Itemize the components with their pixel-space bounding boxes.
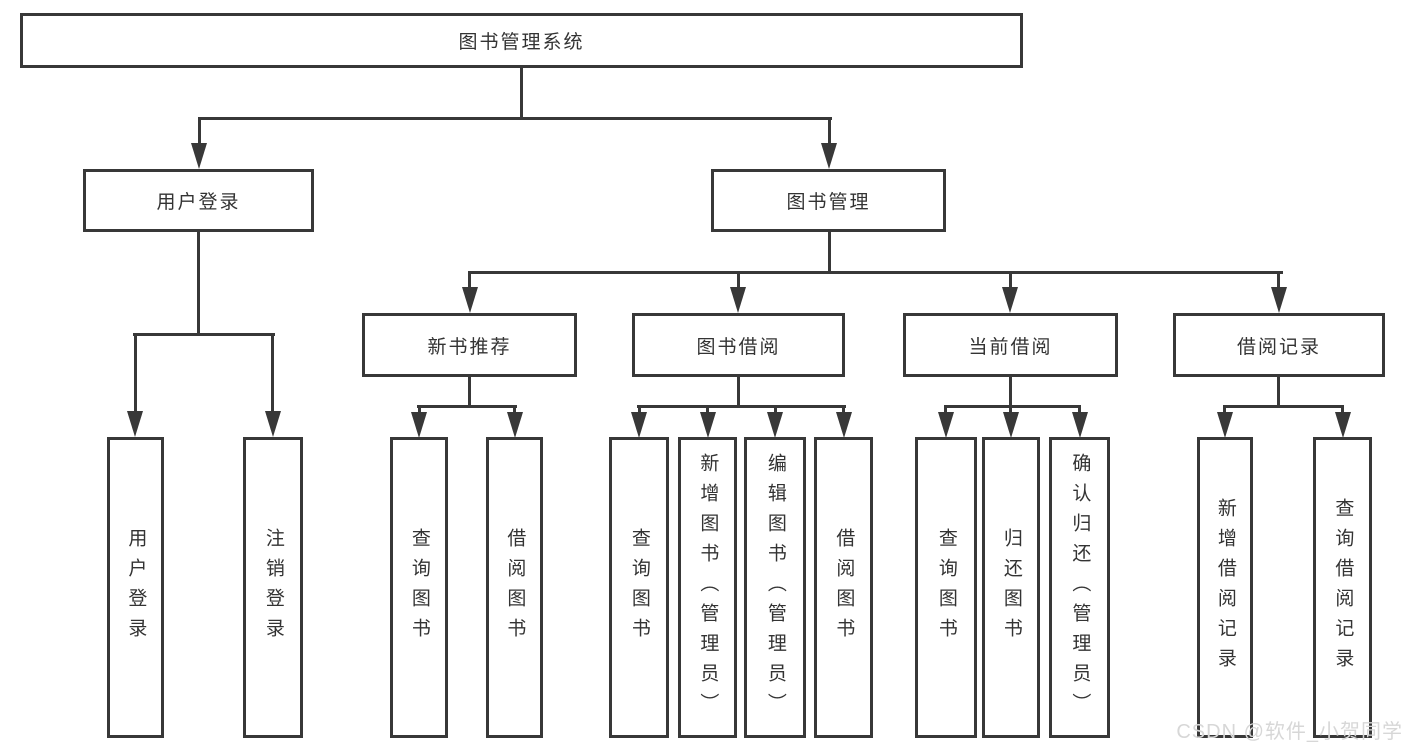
connector-arrow-shaft: [1078, 405, 1081, 414]
node-current-borrow-label: 当前借阅: [968, 336, 1053, 358]
leaf-borrow-query-book-label: 查询图书: [628, 527, 650, 648]
connector-arrow-shaft: [774, 405, 777, 414]
arrowhead-icon: [191, 143, 207, 169]
leaf-return-book-label: 归还图书: [1000, 527, 1022, 648]
leaf-borrow-query-book: 查询图书: [609, 437, 669, 738]
arrowhead-icon: [127, 411, 143, 437]
node-new-book-recommend: 新书推荐: [362, 313, 577, 377]
connector-borrowrecord-stub: [1277, 375, 1280, 408]
leaf-add-borrow-record-label: 新增借阅记录: [1214, 497, 1236, 678]
leaf-add-book-admin: 新增图书（管理员）: [678, 437, 737, 738]
arrowhead-icon: [1335, 412, 1351, 438]
connector-arrow-shaft: [944, 405, 947, 414]
arrowhead-icon: [1271, 287, 1287, 313]
arrowhead-icon: [700, 412, 716, 438]
leaf-confirm-return-admin: 确认归还（管理员）: [1049, 437, 1110, 738]
node-book-management: 图书管理: [711, 169, 946, 232]
arrowhead-icon: [1002, 287, 1018, 313]
connector-arrow-shaft: [1277, 271, 1280, 289]
node-borrow-record-label: 借阅记录: [1236, 336, 1321, 358]
leaf-borrow-borrow-book: 借阅图书: [814, 437, 873, 738]
node-current-borrow: 当前借阅: [903, 313, 1118, 377]
node-book-management-label: 图书管理: [786, 192, 871, 213]
node-root-label: 图书管理系统: [458, 32, 585, 53]
leaf-newbook-borrow-book: 借阅图书: [486, 437, 543, 738]
leaf-user-login: 用户登录: [107, 437, 164, 738]
connector-arrow-shaft: [418, 405, 421, 414]
arrowhead-icon: [265, 411, 281, 437]
connector-level3-hline: [468, 271, 1283, 274]
leaf-user-login-label: 用户登录: [125, 527, 147, 648]
node-book-borrow: 图书借阅: [632, 313, 845, 377]
node-book-borrow-label: 图书借阅: [696, 336, 781, 358]
leaf-add-borrow-record: 新增借阅记录: [1197, 437, 1253, 738]
connector-arrow-shaft: [513, 405, 516, 414]
leaf-newbook-query-book-label: 查询图书: [408, 527, 430, 648]
arrowhead-icon: [1003, 412, 1019, 438]
connector-root-stub: [520, 66, 523, 120]
leaf-edit-book-admin-label: 编辑图书（管理员）: [764, 452, 786, 723]
node-new-book-recommend-label: 新书推荐: [427, 336, 512, 358]
connector-arrow-shaft: [134, 333, 137, 412]
connector-userlogin-stub: [197, 230, 200, 336]
connector-newbook-stub: [468, 375, 471, 408]
node-borrow-record: 借阅记录: [1173, 313, 1385, 377]
leaf-borrow-borrow-book-label: 借阅图书: [833, 527, 855, 648]
connector-arrow-shaft: [638, 405, 641, 414]
leaf-newbook-query-book: 查询图书: [390, 437, 448, 738]
connector-userlogin-hline: [133, 333, 275, 336]
arrowhead-icon: [821, 143, 837, 169]
csdn-watermark: CSDN @软件_小贺同学: [1176, 721, 1403, 743]
leaf-return-book: 归还图书: [982, 437, 1040, 738]
connector-arrow-shaft: [828, 117, 831, 145]
connector-arrow-shaft: [198, 117, 201, 145]
connector-level2-hline: [198, 117, 832, 120]
leaf-newbook-borrow-book-label: 借阅图书: [504, 527, 526, 648]
connector-bookborrow-stub: [737, 375, 740, 408]
leaf-current-query-book: 查询图书: [915, 437, 977, 738]
connector-arrow-shaft: [468, 271, 471, 289]
connector-arrow-shaft: [1341, 405, 1344, 414]
leaf-current-query-book-label: 查询图书: [935, 527, 957, 648]
arrowhead-icon: [507, 412, 523, 438]
node-user-login: 用户登录: [83, 169, 314, 232]
connector-bookborrow-hline: [637, 405, 846, 408]
connector-arrow-shaft: [842, 405, 845, 414]
connector-newbook-hline: [417, 405, 517, 408]
leaf-edit-book-admin: 编辑图书（管理员）: [744, 437, 806, 738]
arrowhead-icon: [462, 287, 478, 313]
connector-borrowrecord-hline: [1223, 405, 1344, 408]
node-user-login-label: 用户登录: [156, 192, 241, 213]
connector-bookmgmt-stub: [828, 230, 831, 274]
connector-arrow-shaft: [1009, 271, 1012, 289]
connector-arrow-shaft: [706, 405, 709, 414]
connector-arrow-shaft: [1223, 405, 1226, 414]
arrowhead-icon: [1072, 412, 1088, 438]
arrowhead-icon: [631, 412, 647, 438]
arrowhead-icon: [938, 412, 954, 438]
arrowhead-icon: [767, 412, 783, 438]
arrowhead-icon: [411, 412, 427, 438]
connector-arrow-shaft: [737, 271, 740, 289]
leaf-logout-label: 注销登录: [262, 527, 284, 648]
leaf-confirm-return-admin-label: 确认归还（管理员）: [1069, 452, 1091, 723]
node-root: 图书管理系统: [20, 13, 1023, 68]
connector-arrow-shaft: [271, 333, 274, 412]
arrowhead-icon: [836, 412, 852, 438]
connector-arrow-shaft: [1009, 405, 1012, 414]
leaf-query-borrow-record-label: 查询借阅记录: [1332, 497, 1354, 678]
leaf-logout: 注销登录: [243, 437, 303, 738]
arrowhead-icon: [730, 287, 746, 313]
leaf-query-borrow-record: 查询借阅记录: [1313, 437, 1372, 738]
connector-currentborrow-hline: [944, 405, 1081, 408]
connector-currentborrow-stub: [1009, 375, 1012, 408]
leaf-add-book-admin-label: 新增图书（管理员）: [697, 452, 719, 723]
arrowhead-icon: [1217, 412, 1233, 438]
